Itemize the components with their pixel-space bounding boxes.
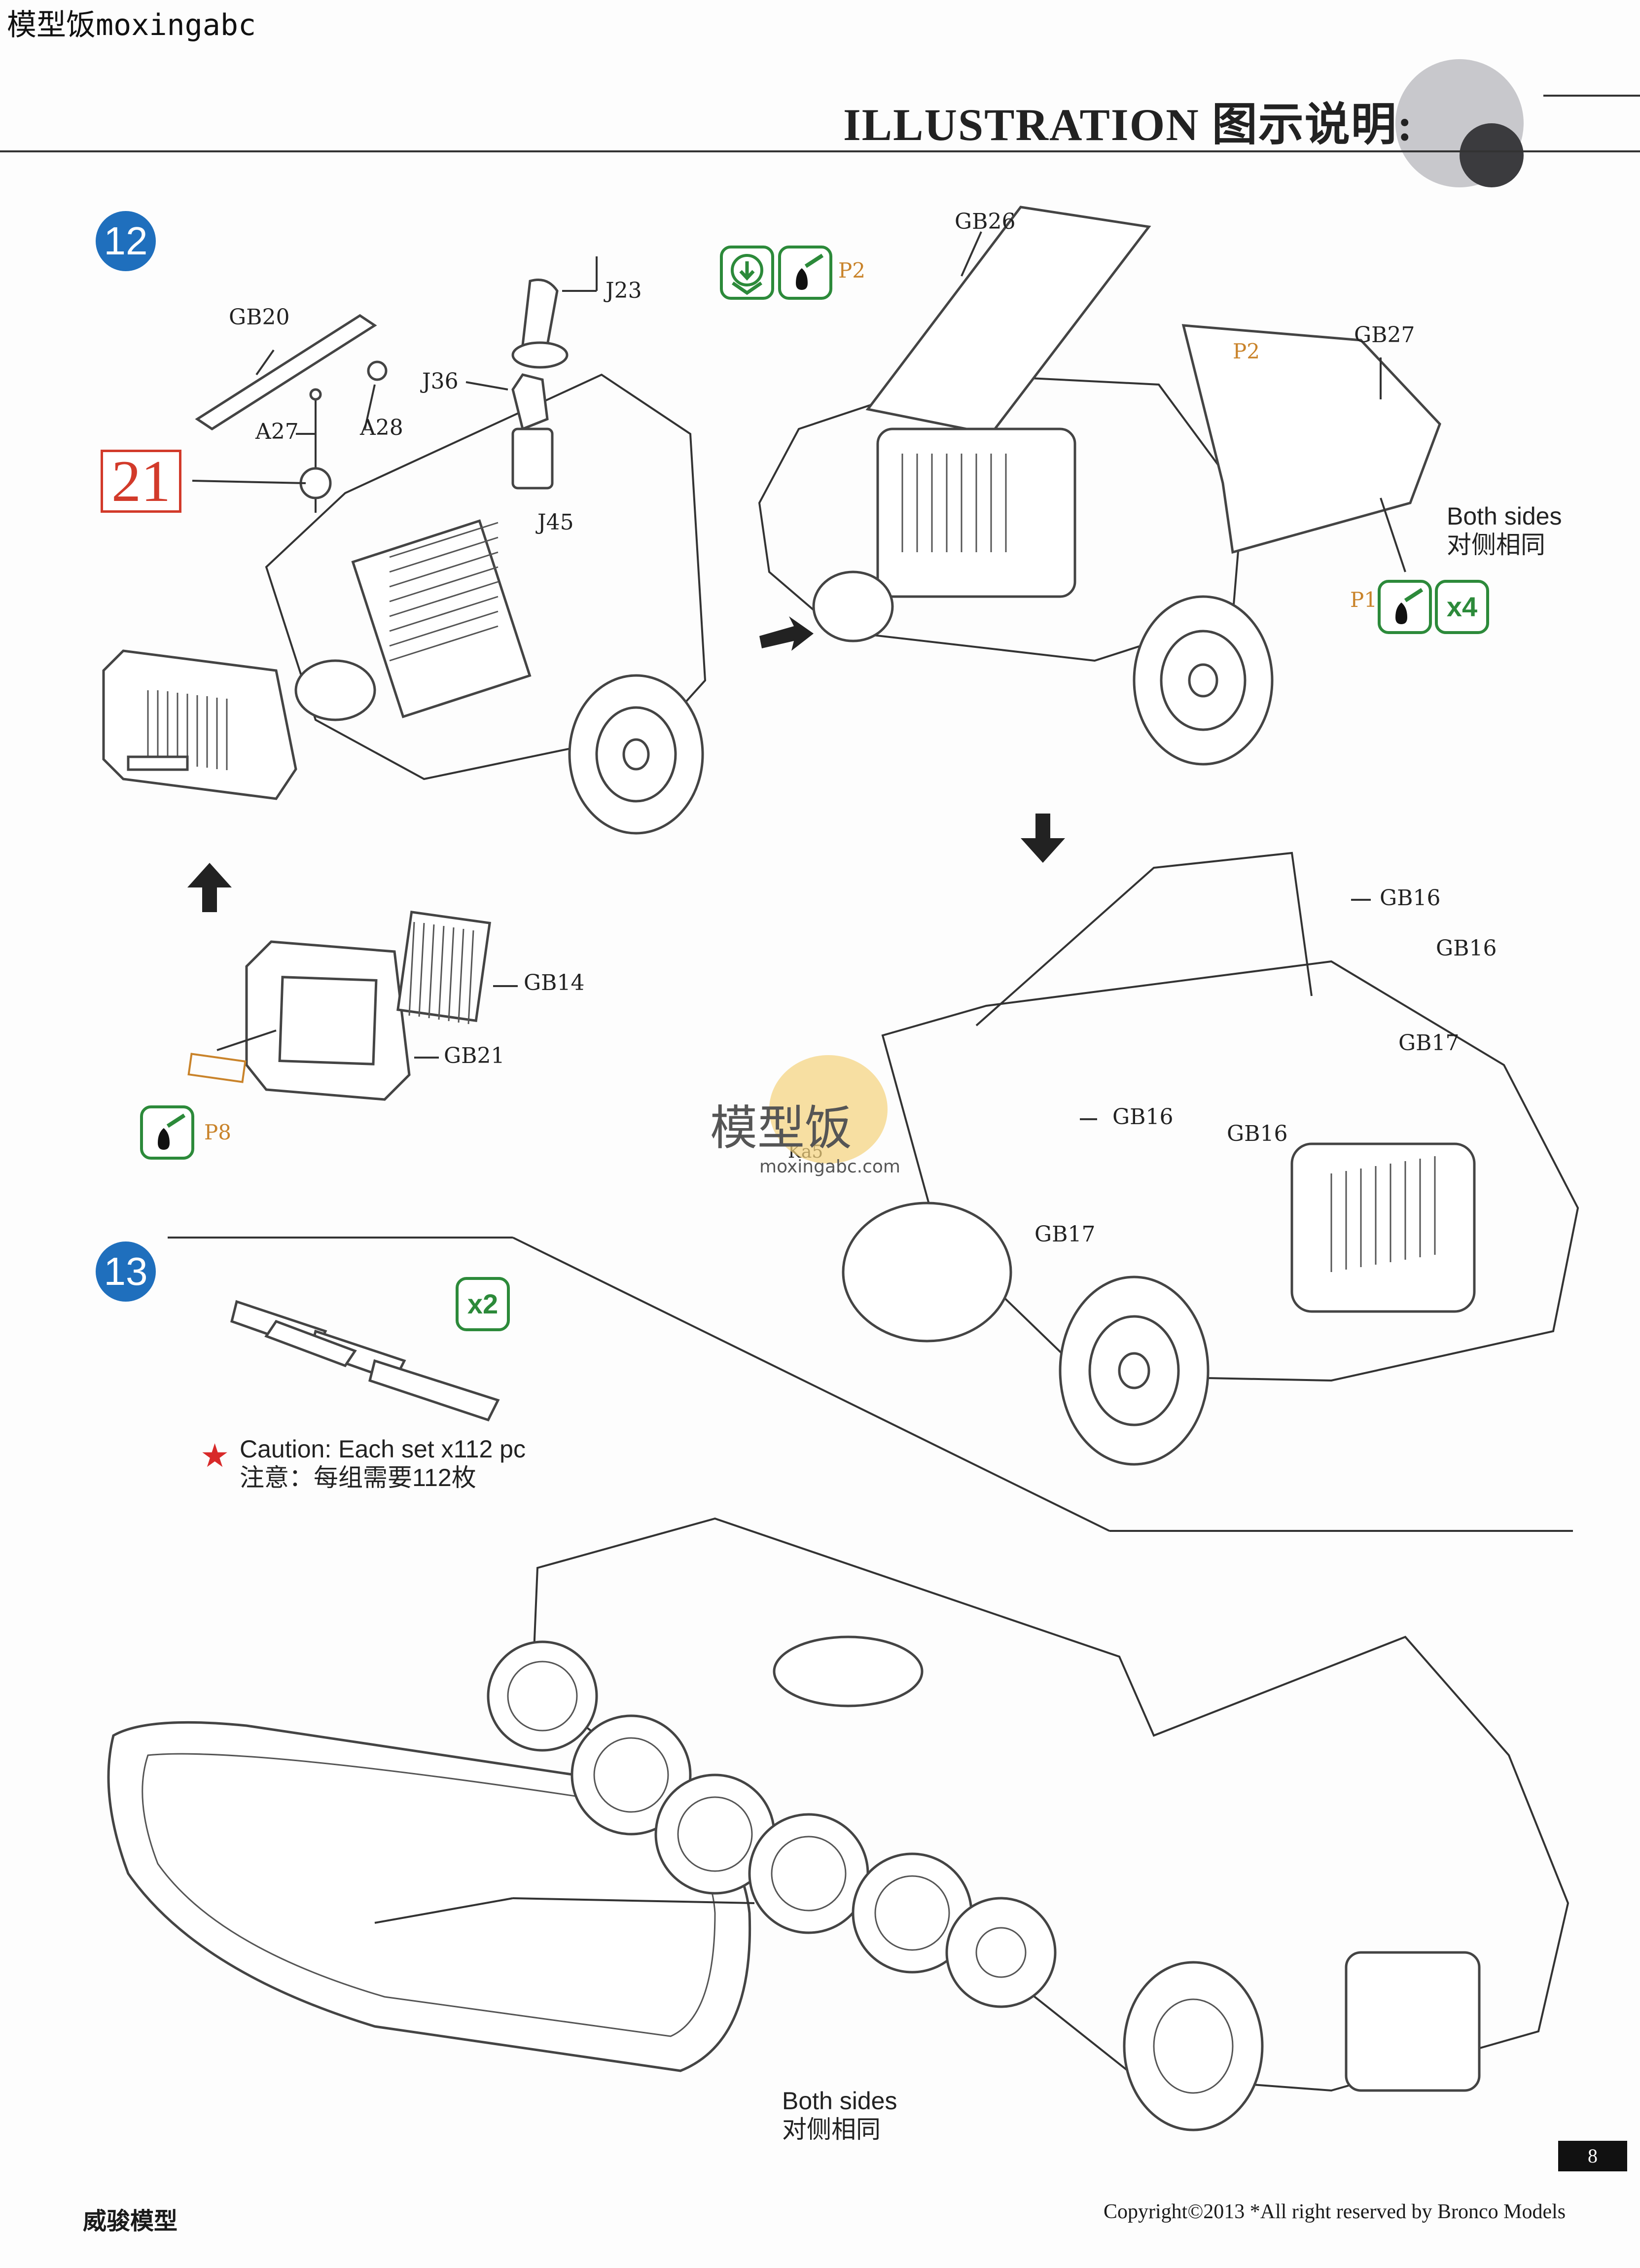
label-gb16-b: GB16 [1436, 936, 1497, 961]
track-links-drawing [230, 1300, 500, 1422]
engine-assembly-drawing [195, 279, 707, 835]
label-gb21: GB21 [444, 1043, 505, 1068]
leader-lines [192, 231, 1406, 1120]
paint-drop-icon [1378, 580, 1432, 634]
both-sides-note-en: Both sides [1447, 502, 1562, 530]
header-rule [0, 150, 1640, 152]
caution-star-icon: ★ [200, 1437, 230, 1475]
label-j45: J45 [537, 510, 574, 535]
header-circle-dark [1460, 123, 1524, 187]
flow-arrow-down [1021, 814, 1065, 863]
caution-note-zh: 注意：每组需要112枚 [240, 1464, 476, 1491]
step-12-badge: 12 [96, 211, 156, 271]
label-j36: J36 [422, 369, 459, 394]
label-p1: P1 [1350, 588, 1377, 612]
label-gb20: GB20 [229, 305, 290, 330]
both-sides-note-zh: 对侧相同 [782, 2116, 881, 2143]
page-number: 8 [1558, 2141, 1627, 2171]
paint-drop-icon [140, 1105, 194, 1160]
copyright-notice: Copyright©2013 *All right reserved by Br… [1104, 2200, 1566, 2223]
multiplier-x4-badge: x4 [1435, 580, 1489, 634]
hood-assembly-drawing [758, 206, 1441, 766]
flow-arrow-right [759, 616, 814, 651]
watermark-logo-url: moxingabc.com [759, 1157, 900, 1177]
caution-note-en: Caution: Each set x112 pc [240, 1435, 526, 1463]
paint-drop-icon [778, 246, 832, 300]
glue-down-icon [720, 246, 774, 300]
label-gb17-a: GB17 [1398, 1030, 1460, 1056]
watermark-splash [769, 1055, 888, 1164]
multiplier-x2-badge: x2 [456, 1277, 510, 1331]
finished-front-drawing [842, 851, 1579, 1466]
grille-frame-drawing [187, 911, 491, 1101]
watermark-logo-text: 模型饭 [710, 1100, 852, 1156]
label-gb16-a: GB16 [1380, 886, 1441, 911]
label-p2-a: P2 [838, 258, 865, 283]
brand-name: 威骏模型 [83, 2207, 178, 2235]
label-gb14: GB14 [524, 970, 585, 995]
page-title: ILLUSTRATION 图示说明: [843, 100, 1414, 150]
label-p8: P8 [204, 1120, 231, 1144]
watermark-text: 模型饭moxingabc [7, 8, 256, 42]
label-p2-b: P2 [1233, 339, 1260, 363]
label-a28: A28 [360, 415, 403, 440]
reference-step-box [101, 450, 181, 513]
label-gb16-d: GB16 [1227, 1121, 1288, 1146]
step-13-badge: 13 [96, 1241, 156, 1302]
both-sides-note-zh: 对侧相同 [1447, 531, 1545, 559]
label-a27: A27 [255, 419, 299, 444]
label-gb17-b: GB17 [1034, 1222, 1096, 1247]
halftrack-chassis-drawing [107, 1517, 1569, 2131]
both-sides-note-en: Both sides [782, 2087, 897, 2115]
grille-cover-drawing [102, 649, 297, 800]
flow-arrow-up [187, 863, 232, 912]
label-j23: J23 [606, 278, 642, 303]
label-gb27: GB27 [1354, 322, 1415, 348]
reference-step-number: 21 [111, 448, 171, 514]
label-gb16-c: GB16 [1112, 1104, 1174, 1130]
header-rule-right [1543, 95, 1640, 97]
label-gb26: GB26 [955, 209, 1016, 234]
